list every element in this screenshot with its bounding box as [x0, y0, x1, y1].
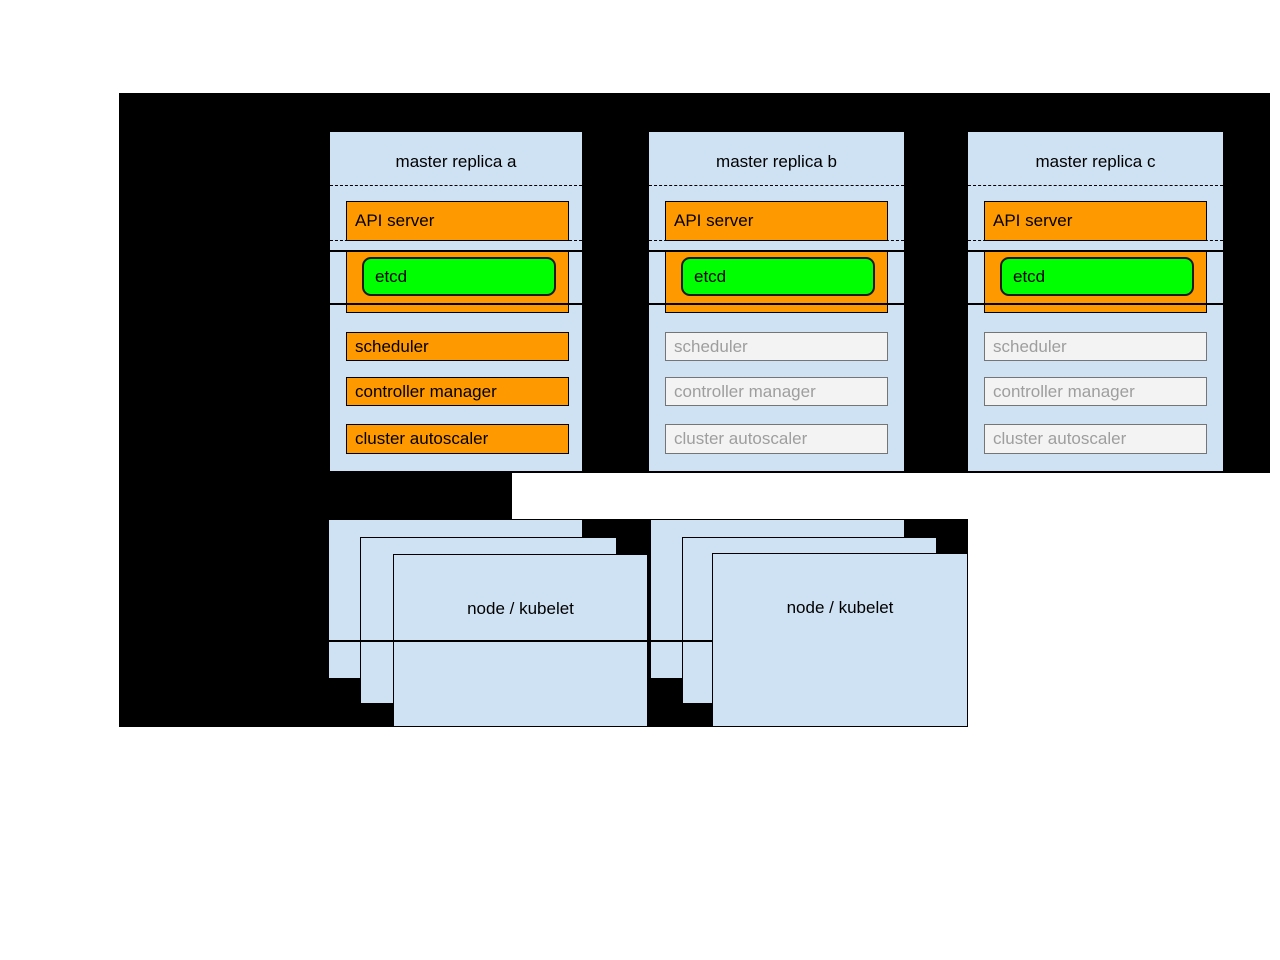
divider-dashed-upper	[330, 185, 582, 186]
divider-dashed-lower	[968, 240, 1223, 241]
master-replica-c-title: master replica c	[1035, 152, 1156, 171]
cluster-autoscaler-label: cluster autoscaler	[993, 429, 1127, 448]
master-replica-a-title: master replica a	[395, 152, 517, 171]
node-stack-2-front-box: node / kubelet	[712, 553, 968, 727]
master-replica-c-panel: master replica c API server etcd schedul…	[967, 131, 1224, 472]
etcd-link-line-lower	[330, 303, 582, 305]
etcd-link-line-upper	[649, 250, 904, 252]
scheduler-box: scheduler	[984, 332, 1207, 361]
cluster-autoscaler-label: cluster autoscaler	[355, 429, 489, 448]
divider-dashed-lower	[649, 240, 904, 241]
master-replica-b-title: master replica b	[716, 152, 837, 171]
cluster-autoscaler-box: cluster autoscaler	[665, 424, 888, 454]
etcd-box: etcd	[1000, 257, 1194, 296]
etcd-link-line-lower	[968, 303, 1223, 305]
cluster-autoscaler-label: cluster autoscaler	[674, 429, 808, 448]
controller-manager-box: controller manager	[984, 377, 1207, 406]
etcd-box: etcd	[362, 257, 556, 296]
scheduler-box: scheduler	[665, 332, 888, 361]
divider-dashed-upper	[968, 185, 1223, 186]
etcd-link-line-upper	[330, 250, 582, 252]
api-server-label: API server	[355, 211, 435, 230]
etcd-label: etcd	[375, 266, 408, 286]
node-kubelet-label: node / kubelet	[786, 598, 894, 617]
api-server-label: API server	[674, 211, 754, 230]
etcd-label: etcd	[694, 266, 727, 286]
cluster-autoscaler-box: cluster autoscaler	[346, 424, 569, 454]
controller-manager-label: controller manager	[674, 381, 816, 401]
etcd-link-line-lower	[649, 303, 904, 305]
controller-manager-box: controller manager	[665, 377, 888, 406]
scheduler-label: scheduler	[355, 336, 429, 356]
backdrop-left-stub	[119, 473, 512, 519]
master-replica-a-panel: master replica a API server etcd schedul…	[329, 131, 583, 472]
controller-manager-label: controller manager	[993, 381, 1135, 401]
api-server-label: API server	[993, 211, 1073, 230]
controller-manager-box: controller manager	[346, 377, 569, 406]
etcd-box: etcd	[681, 257, 875, 296]
etcd-container-box: etcd	[665, 251, 888, 313]
divider-dashed-upper	[649, 185, 904, 186]
scheduler-label: scheduler	[993, 336, 1067, 356]
scheduler-label: scheduler	[674, 336, 748, 356]
node-link-line	[328, 640, 712, 642]
etcd-label: etcd	[1013, 266, 1046, 286]
master-replica-b-panel: master replica b API server etcd schedul…	[648, 131, 905, 472]
api-server-box: API server	[984, 201, 1207, 241]
api-server-box: API server	[346, 201, 569, 241]
cluster-autoscaler-box: cluster autoscaler	[984, 424, 1207, 454]
node-kubelet-label: node / kubelet	[467, 599, 574, 618]
api-server-box: API server	[665, 201, 888, 241]
etcd-link-line-upper	[968, 250, 1223, 252]
etcd-container-box: etcd	[984, 251, 1207, 313]
controller-manager-label: controller manager	[355, 381, 497, 401]
divider-dashed-lower	[330, 240, 582, 241]
scheduler-box: scheduler	[346, 332, 569, 361]
etcd-container-box: etcd	[346, 251, 569, 313]
